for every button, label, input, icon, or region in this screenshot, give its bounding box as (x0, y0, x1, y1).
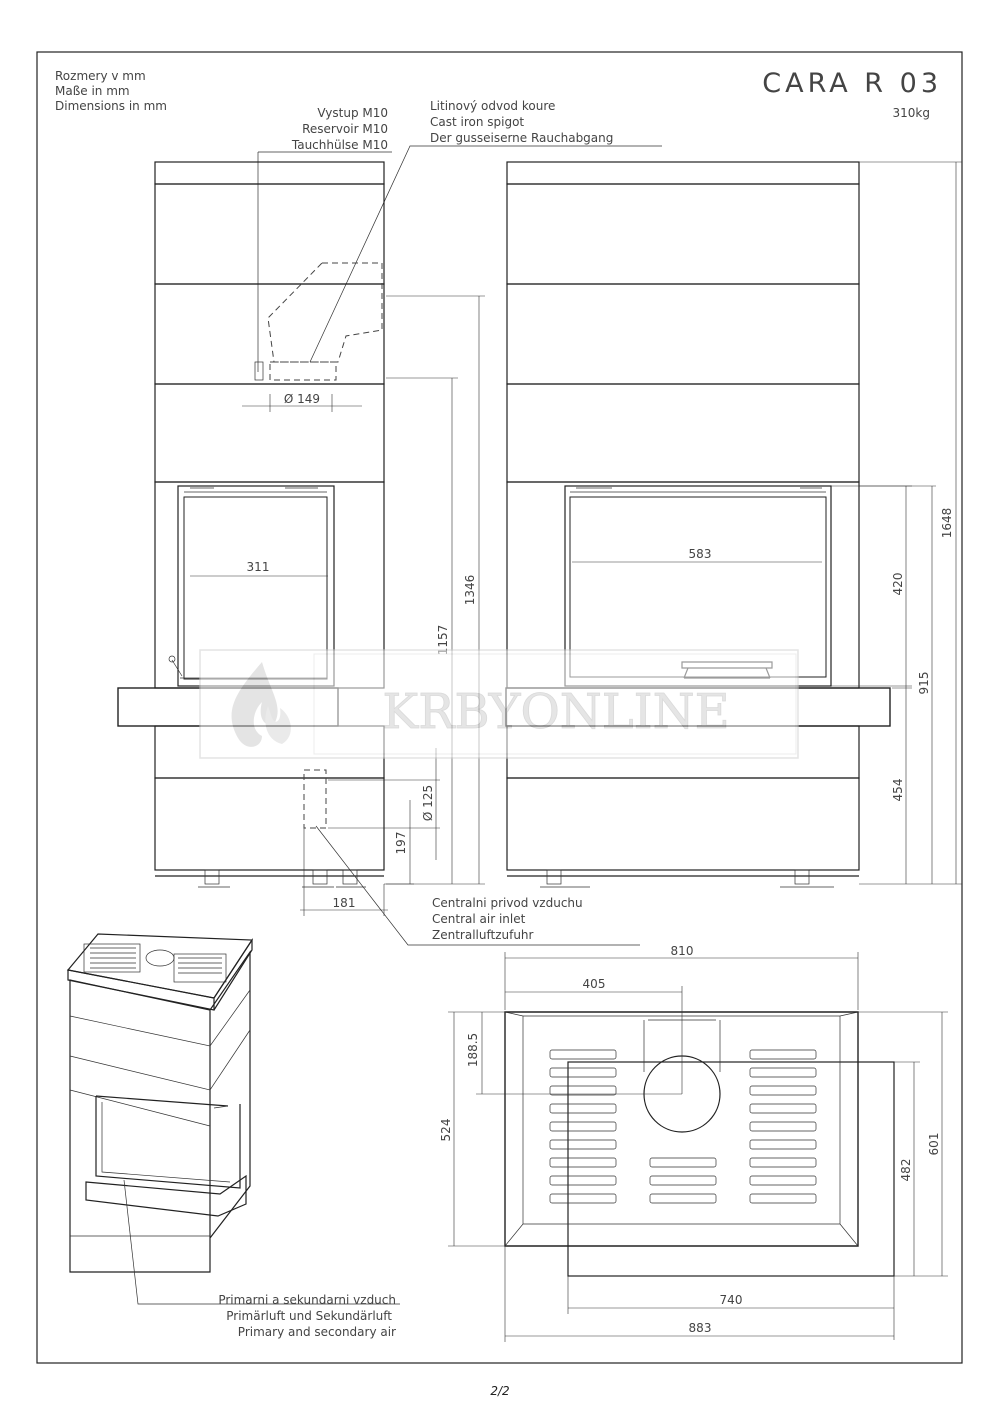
dim-line-1648 (859, 161, 962, 884)
primary-air-callout-2: Primärluft und Sekundärluft (226, 1309, 392, 1323)
dim-line-482 (894, 1061, 920, 1277)
central-air-callout-3: Zentralluftzufuhr (432, 928, 534, 942)
dim-line-810 (504, 952, 859, 1010)
weight-label: 310kg (893, 106, 930, 120)
units-line-2: Maße in mm (55, 84, 130, 98)
dim-420: 420 (891, 573, 905, 596)
dim-line-601 (858, 1011, 948, 1277)
dim-line-915 (859, 485, 936, 884)
dim-740: 740 (720, 1293, 743, 1307)
dim-line-405 (505, 986, 683, 1094)
dim-line-740 (567, 1276, 895, 1340)
dim-197: 197 (394, 832, 408, 855)
dim-line-883 (504, 1246, 894, 1342)
watermark-text: KRBYONLINE (382, 684, 729, 740)
dim-1648: 1648 (940, 508, 954, 539)
outlet-leader-line (257, 151, 392, 372)
model-name: CARA R 03 (762, 68, 942, 99)
dim-1157: 1157 (436, 625, 450, 656)
outlet-callout-3: Tauchhülse M10 (291, 138, 388, 152)
dim-line-524 (448, 1011, 505, 1247)
central-air-callout-1: Centralni privod vzduchu (432, 896, 583, 910)
dim-405: 405 (583, 977, 606, 991)
primary-air-leader (123, 1179, 400, 1305)
dim-149: Ø 149 (284, 392, 320, 406)
primary-air-callout-3: Primary and secondary air (238, 1325, 396, 1339)
dim-1346: 1346 (463, 575, 477, 606)
spigot-callout-3: Der gusseiserne Rauchabgang (430, 131, 613, 145)
outlet-callout-1: Vystup M10 (317, 106, 388, 120)
spigot-callout-1: Litinový odvod koure (430, 99, 555, 113)
dim-line-181 (300, 828, 388, 916)
spigot-callout-2: Cast iron spigot (430, 115, 524, 129)
front-view (117, 161, 385, 888)
central-air-callout-2: Central air inlet (432, 912, 526, 926)
spigot-leader-line (309, 145, 662, 363)
central-air-leader (315, 825, 640, 946)
flame-logo-icon (231, 662, 291, 747)
top-view (504, 1011, 895, 1277)
page-number: 2/2 (490, 1384, 510, 1398)
units-line-3: Dimensions in mm (55, 99, 167, 113)
dim-line-149 (242, 394, 362, 412)
isometric-view (66, 933, 254, 1273)
dim-188-5: 188.5 (466, 1033, 480, 1067)
outlet-callout-2: Reservoir M10 (302, 122, 388, 136)
dim-lines-air (328, 748, 440, 885)
side-view (505, 161, 891, 888)
dim-583: 583 (689, 547, 712, 561)
dim-lines-side (831, 485, 962, 885)
dim-883: 883 (689, 1321, 712, 1335)
drawing-frame (36, 51, 963, 1364)
units-line-1: Rozmery v mm (55, 69, 146, 83)
dim-524: 524 (439, 1119, 453, 1142)
primary-air-callout-1: Primarni a sekundarni vzduch (218, 1293, 396, 1307)
dim-line-188-5 (476, 1011, 682, 1095)
dim-181: 181 (333, 896, 356, 910)
dim-454: 454 (891, 779, 905, 802)
dim-311: 311 (247, 560, 270, 574)
dim-810: 810 (671, 944, 694, 958)
watermark: KRBYONLINE (199, 649, 799, 759)
dim-482: 482 (899, 1159, 913, 1182)
dim-915: 915 (917, 672, 931, 695)
dim-125: Ø 125 (421, 785, 435, 821)
dim-601: 601 (927, 1133, 941, 1156)
dim-lines-height (384, 295, 485, 885)
